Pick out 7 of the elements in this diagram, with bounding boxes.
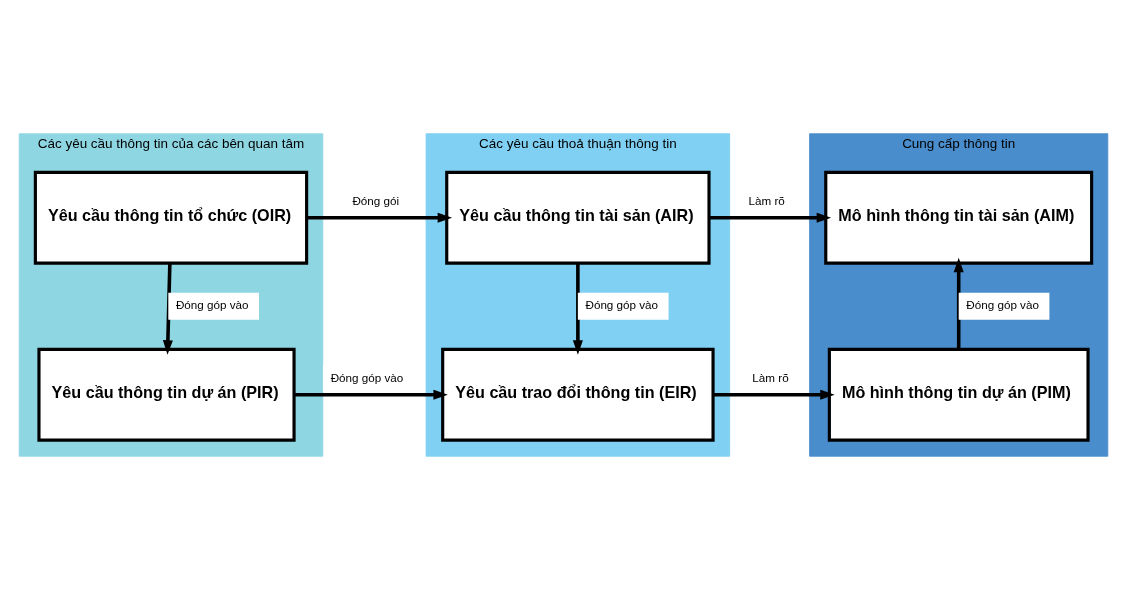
edge-label: Đóng góp vào [585, 297, 659, 311]
edge-label: Làm rõ [752, 370, 789, 384]
edge-label: Đóng góp vào [966, 297, 1039, 311]
edge-label: Đóng góp vào [175, 297, 249, 311]
edge-label: Đóng góp vào [330, 370, 404, 384]
edge-label: Làm rõ [748, 193, 785, 207]
edge-label: Đóng gói [352, 193, 400, 207]
